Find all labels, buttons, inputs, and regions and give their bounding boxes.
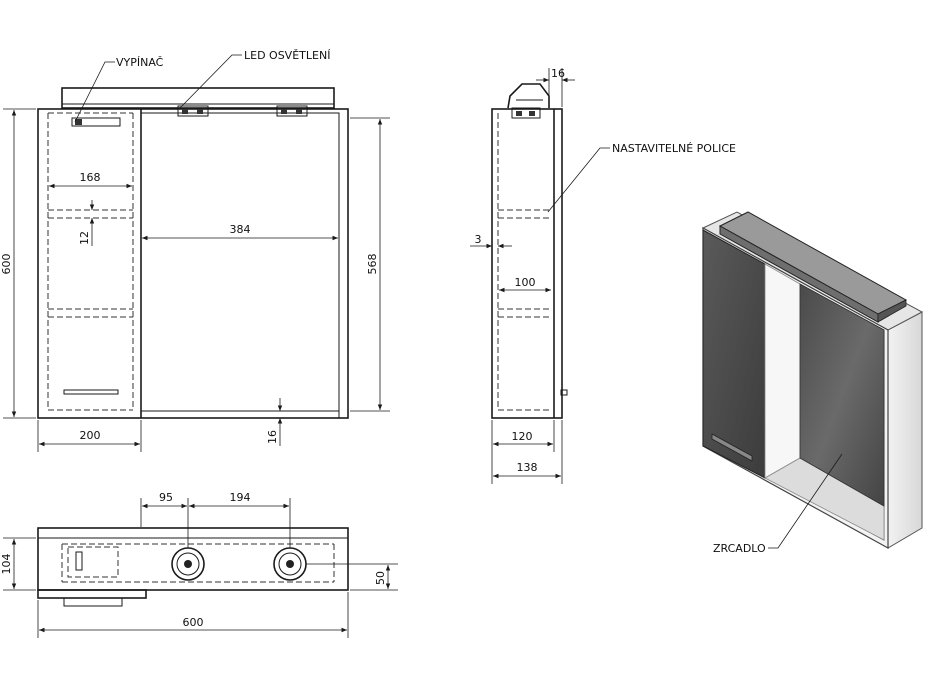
dim-led-depth: 50 <box>374 571 387 585</box>
dim-bottom-board: 16 <box>266 430 279 444</box>
led-fitting-left <box>171 547 205 581</box>
door-handle-iso <box>711 433 753 462</box>
dim-inner-height: 568 <box>366 254 379 275</box>
door-panel-iso <box>702 229 766 479</box>
dim-top-width: 600 <box>183 616 204 629</box>
dim-side-top: 16 <box>551 67 565 80</box>
label-switch: VYPÍNAČ <box>116 56 164 69</box>
led-clip-right <box>276 105 308 117</box>
dim-left-width: 200 <box>80 429 101 442</box>
dim-led-offset: 95 <box>159 491 173 504</box>
dim-shelf-width: 168 <box>80 171 101 184</box>
label-mirror: ZRCADLO <box>713 542 766 555</box>
led-clip-left <box>177 105 209 117</box>
dim-top-depth: 104 <box>0 554 13 575</box>
door-panel <box>140 112 340 412</box>
dim-led-spacing: 194 <box>230 491 251 504</box>
door-handle-top <box>63 597 123 607</box>
dim-front-height: 600 <box>0 254 13 275</box>
top-view: 95 194 104 50 600 <box>0 491 398 638</box>
switch-icon <box>75 119 82 125</box>
label-shelves: NASTAVITELNÉ POLICE <box>612 142 736 155</box>
cabinet-body-top <box>37 527 349 591</box>
side-view: 16 NASTAVITELNÉ POLICE 3 100 120 138 <box>470 67 736 484</box>
cabinet-body-front <box>37 108 349 419</box>
dim-side-depth: 138 <box>517 461 538 474</box>
dim-shelf-depth: 100 <box>515 276 536 289</box>
dim-shelf-thickness: 12 <box>78 231 91 245</box>
switch-box <box>71 117 121 127</box>
led-fitting-right <box>273 547 307 581</box>
cabinet-body-side <box>491 108 563 419</box>
front-view: VYPÍNAČ LED OSVĚTLENÍ 600 568 168 12 384… <box>0 49 390 452</box>
isometric-view: ZRCADLO <box>701 211 924 555</box>
label-led: LED OSVĚTLENÍ <box>244 49 330 62</box>
door-handle <box>63 389 119 395</box>
led-lamp-body <box>61 87 335 109</box>
dim-door-width: 384 <box>230 223 251 236</box>
dim-side-offset: 3 <box>475 233 482 246</box>
dim-side-inner: 120 <box>512 430 533 443</box>
